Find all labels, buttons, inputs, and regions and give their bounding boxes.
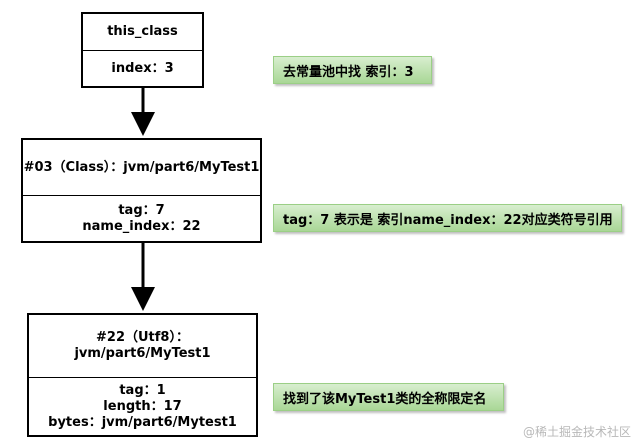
this-class-title: this_class <box>107 24 178 39</box>
class-entry-title: #03（Class）：jvm/part6/MyTest1 <box>23 159 260 175</box>
class-entry-tag-field: tag：7 <box>118 202 165 218</box>
class-entry-box: #03（Class）：jvm/part6/MyTest1 tag：7 name_… <box>21 138 262 243</box>
this-class-box: this_class index：3 <box>81 12 204 88</box>
class-entry-fields: tag：7 name_index：22 <box>23 196 260 241</box>
utf8-entry-box: #22（Utf8）：jvm/part6/MyTest1 tag：1 length… <box>27 313 258 437</box>
utf8-entry-title: #22（Utf8）：jvm/part6/MyTest1 <box>74 330 211 361</box>
this-class-index-field: index：3 <box>111 60 174 76</box>
note-found-fqn: 找到了该MyTest1类的全称限定名 <box>273 383 504 411</box>
utf8-entry-length-field: length：17 <box>103 398 182 414</box>
watermark: @稀土掘金技术社区 <box>522 425 631 439</box>
class-entry-divider <box>23 195 260 196</box>
class-entry-name-index-field: name_index：22 <box>82 218 201 234</box>
utf8-entry-tag-field: tag：1 <box>119 382 166 398</box>
utf8-entry-bytes-field: bytes：jvm/part6/Mytest1 <box>48 414 237 430</box>
note-tag-meaning: tag：7 表示是 索引name_index：22对应类符号引用 <box>273 204 622 232</box>
note-lookup-constant-pool: 去常量池中找 索引：3 <box>273 56 432 84</box>
utf8-entry-divider <box>29 377 256 378</box>
this-class-divider <box>83 50 202 51</box>
utf8-entry-fields: tag：1 length：17 bytes：jvm/part6/Mytest1 <box>29 378 256 435</box>
